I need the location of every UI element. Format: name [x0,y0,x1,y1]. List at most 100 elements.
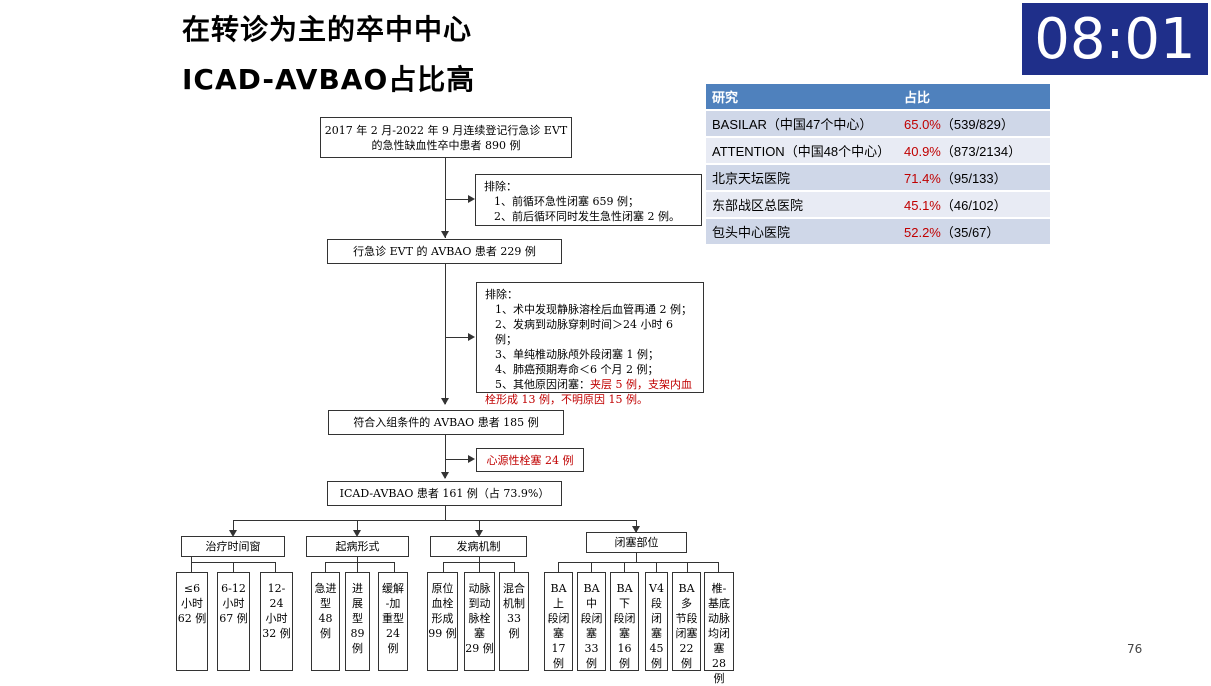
leaf-onset-acute: 急进 型 48 例 [311,572,340,671]
table-row: ATTENTION（中国48个中心） 40.9%（873/2134） [706,136,1050,164]
title-line-1: 在转诊为主的卒中中心 [182,13,473,46]
exclusion-title: 排除： [485,288,518,301]
connector [445,506,446,520]
connector [233,520,636,521]
study-ratio-table: 研究 占比 BASILAR（中国47个中心） 65.0%（539/829） AT… [706,84,1050,244]
connector [443,562,514,563]
box-cardioembolic: 心源性栓塞 24 例 [476,448,584,472]
category-time-window: 治疗时间窗 [181,536,285,557]
ratio-count: （46/102） [940,198,1007,213]
connector [687,562,688,572]
exclusion-item: 2、发病到动脉穿刺时间＞24 小时 6 例； [495,318,673,346]
connector [558,562,718,563]
leaf-site-ba-lower: BA 下 段闭 塞 16 例 [610,572,639,671]
connector [445,459,469,460]
ratio-count: （95/133） [940,171,1007,186]
ratio-count: （35/67） [940,225,1000,240]
box-avbao-229: 行急诊 EVT 的 AVBAO 患者 229 例 [327,239,562,264]
header-ratio: 占比 [898,84,1050,110]
leaf-site-vertebrobasilar: 椎- 基底 动脉 均闭 塞 28 例 [704,572,734,685]
title-line-2: ICAD-AVBAO占比高 [182,63,476,96]
category-occlusion-site: 闭塞部位 [586,532,687,553]
ratio-percent: 40.9% [904,144,941,159]
leaf-time-6-12: 6-12 小时 67 例 [217,572,250,671]
box-text: 的急性缺血性卒中患者 890 例 [371,138,521,152]
box-registered-patients: 2017 年 2 月-2022 年 9 月连续登记行急诊 EVT 的急性缺血性卒… [320,117,572,158]
exclusion-item: 3、单纯椎动脉颅外段闭塞 1 例； [495,348,659,361]
table-header-row: 研究 占比 [706,84,1050,110]
table-row: 包头中心医院 52.2%（35/67） [706,217,1050,244]
connector [445,158,446,238]
exclusion-item-highlight: 栓形成 13 例，不明原因 15 例。 [485,393,648,406]
arrow-down [475,530,483,537]
box-eligible-185: 符合入组条件的 AVBAO 患者 185 例 [328,410,564,435]
connector [275,562,276,572]
connector [445,199,469,200]
connector [325,562,395,563]
ratio-count: （539/829） [940,117,1014,132]
connector [591,562,592,572]
connector [718,562,719,572]
ratio-cell: 40.9%（873/2134） [898,136,1050,164]
connector [325,562,326,572]
connector [479,562,480,572]
ratio-cell: 52.2%（35/67） [898,217,1050,244]
box-exclusion-1: 排除： 1、前循环急性闭塞 659 例； 2、前后循环同时发生急性闭塞 2 例。 [475,174,702,226]
study-name: ATTENTION（中国48个中心） [706,136,898,164]
connector [656,562,657,572]
ratio-percent: 71.4% [904,171,941,186]
leaf-site-ba-multi: BA 多 节段 闭塞 22 例 [672,572,701,671]
header-study: 研究 [706,84,898,110]
leaf-time-12-24: 12-24 小时 32 例 [260,572,293,671]
connector [191,562,192,572]
box-text: 2017 年 2 月-2022 年 9 月连续登记行急诊 EVT [324,123,568,137]
exclusion-item: 5、其他原因闭塞：夹层 5 例，支架内血 [485,377,695,392]
table-row: BASILAR（中国47个中心） 65.0%（539/829） [706,109,1050,137]
study-name: 东部战区总医院 [706,190,898,218]
connector [445,264,446,404]
ratio-cell: 71.4%（95/133） [898,163,1050,191]
connector [191,557,192,563]
connector [558,562,559,572]
arrow-down [353,530,361,537]
exclusion-item: 1、前循环急性闭塞 659 例； [494,195,639,208]
ratio-percent: 65.0% [904,117,941,132]
connector [357,557,358,563]
table-row: 东部战区总医院 45.1%（46/102） [706,190,1050,218]
category-mechanism: 发病机制 [430,536,527,557]
study-name: BASILAR（中国47个中心） [706,109,898,137]
ratio-count: （873/2134） [940,144,1022,159]
leaf-mech-artery-to-artery: 动脉 到动 脉栓 塞 29 例 [464,572,495,671]
study-name: 北京天坛医院 [706,163,898,191]
ratio-cell: 65.0%（539/829） [898,109,1050,137]
leaf-site-ba-upper: BA 上 段闭 塞 17 例 [544,572,573,671]
connector [233,520,234,535]
connector [357,562,358,572]
connector [445,337,469,338]
connector [445,435,446,478]
exclusion-title: 排除： [484,180,517,193]
page-number: 76 [1127,642,1143,656]
connector [624,562,625,572]
leaf-site-ba-middle: BA 中 段闭 塞 33 例 [577,572,606,671]
timer-display: 08:01 [1022,3,1208,75]
ratio-percent: 52.2% [904,225,941,240]
leaf-mech-mixed: 混合 机制 33 例 [499,572,529,671]
leaf-onset-progressive: 进 展 型 89 例 [345,572,370,671]
arrow-down [441,472,449,479]
connector [636,553,637,563]
exclusion-item: 1、术中发现静脉溶栓后血管再通 2 例； [495,303,692,316]
table-row: 北京天坛医院 71.4%（95/133） [706,163,1050,191]
arrow-down [632,526,640,533]
connector [394,562,395,572]
arrow-right [468,195,475,203]
ratio-percent: 45.1% [904,198,941,213]
connector [479,557,480,563]
arrow-down [441,231,449,238]
exclusion-item: 2、前后循环同时发生急性闭塞 2 例。 [494,210,680,223]
exclusion-item: 4、肺癌预期寿命＜6 个月 2 例； [495,363,659,376]
leaf-mech-in-situ: 原位 血栓 形成 99 例 [427,572,458,671]
arrow-right [468,455,475,463]
box-icad-161: ICAD-AVBAO 患者 161 例（占 73.9%） [327,481,562,506]
box-exclusion-2: 排除： 1、术中发现静脉溶栓后血管再通 2 例； 2、发病到动脉穿刺时间＞24 … [476,282,704,406]
